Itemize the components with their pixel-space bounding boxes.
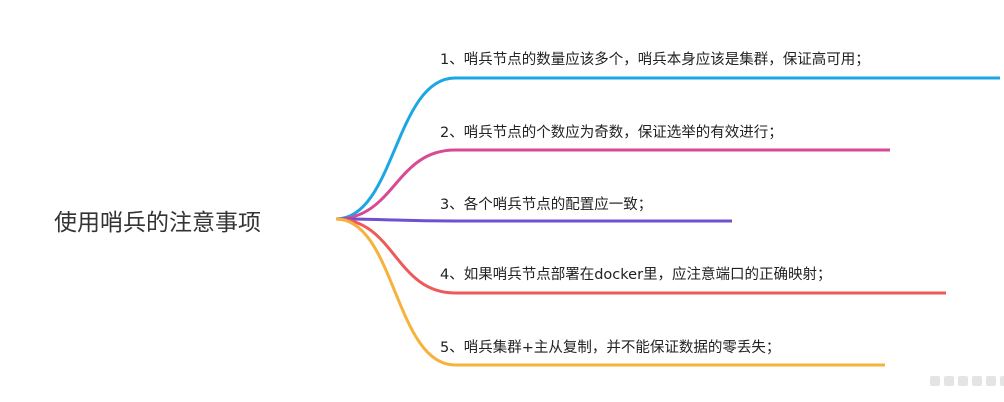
watermark-block — [944, 376, 954, 386]
watermark-block — [986, 376, 996, 386]
root-node-title: 使用哨兵的注意事项 — [54, 210, 261, 236]
branch-text-1: 1、哨兵节点的数量应该多个，哨兵本身应该是集群，保证高可用； — [440, 52, 870, 68]
branch-text-5: 5、哨兵集群+主从复制，并不能保证数据的零丢失； — [440, 340, 781, 356]
branch-connector-2 — [335, 148, 890, 221]
watermark-block — [1000, 376, 1004, 386]
watermark-block — [958, 376, 968, 386]
watermark — [930, 376, 1004, 386]
branch-connector-5 — [335, 217, 885, 367]
watermark-block — [972, 376, 982, 386]
watermark-block — [930, 376, 940, 386]
branch-connector-3 — [335, 217, 732, 223]
branch-connector-4 — [335, 217, 946, 295]
branch-text-3: 3、各个哨兵节点的配置应一致； — [440, 197, 653, 213]
branch-text-2: 2、哨兵节点的个数应为奇数，保证选举的有效进行； — [440, 125, 783, 141]
branch-text-4: 4、如果哨兵节点部署在docker里，应注意端口的正确映射； — [440, 267, 832, 283]
branch-connector-1 — [335, 76, 1000, 221]
